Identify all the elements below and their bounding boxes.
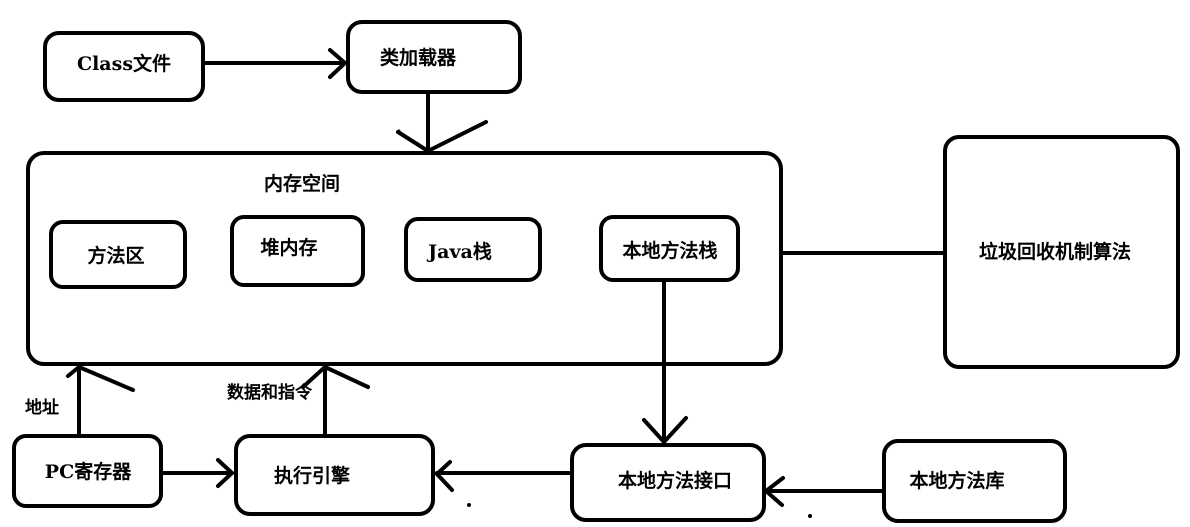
arrow-native-stack-to-interface <box>642 278 688 444</box>
heap-label: 堆内存 <box>260 236 317 259</box>
memory-space-label: 内存空间 <box>264 172 340 195</box>
arrow-library-to-interface <box>764 476 886 507</box>
native-method-stack-box <box>599 215 740 282</box>
stray-dot <box>467 503 471 507</box>
garbage-collection-label: 垃圾回收机制算法 <box>979 240 1131 263</box>
arrow-class-file-to-loader <box>201 48 347 79</box>
native-method-stack-label: 本地方法栈 <box>622 239 717 262</box>
java-stack-box <box>404 217 542 282</box>
class-file-box <box>43 31 205 102</box>
native-interface-label: 本地方法接口 <box>618 469 732 492</box>
class-file-label: Class文件 <box>77 52 171 75</box>
class-loader-label: 类加载器 <box>380 46 457 69</box>
method-area-box <box>49 220 187 289</box>
execution-engine-box <box>234 434 435 516</box>
arrow-loader-to-memory <box>396 90 488 153</box>
address-label: 地址 <box>25 397 59 418</box>
data-and-instructions-label: 数据和指令 <box>227 382 313 403</box>
native-library-box <box>882 439 1067 523</box>
native-interface-box <box>570 443 766 522</box>
arrow-pc-to-engine <box>159 458 234 488</box>
arrow-engine-to-memory <box>301 365 370 438</box>
stray-dot <box>808 514 812 518</box>
pc-register-label: PC寄存器 <box>45 460 132 483</box>
arrow-interface-to-engine <box>435 460 574 492</box>
execution-engine-label: 执行引擎 <box>274 464 350 487</box>
heap-box <box>230 215 365 287</box>
stray-dot <box>397 129 401 133</box>
method-area-label: 方法区 <box>87 244 144 267</box>
arrow-pc-to-memory <box>66 365 135 438</box>
native-library-label: 本地方法库 <box>909 469 1004 492</box>
class-loader-box <box>346 20 522 94</box>
java-stack-label: Java栈 <box>426 240 492 263</box>
